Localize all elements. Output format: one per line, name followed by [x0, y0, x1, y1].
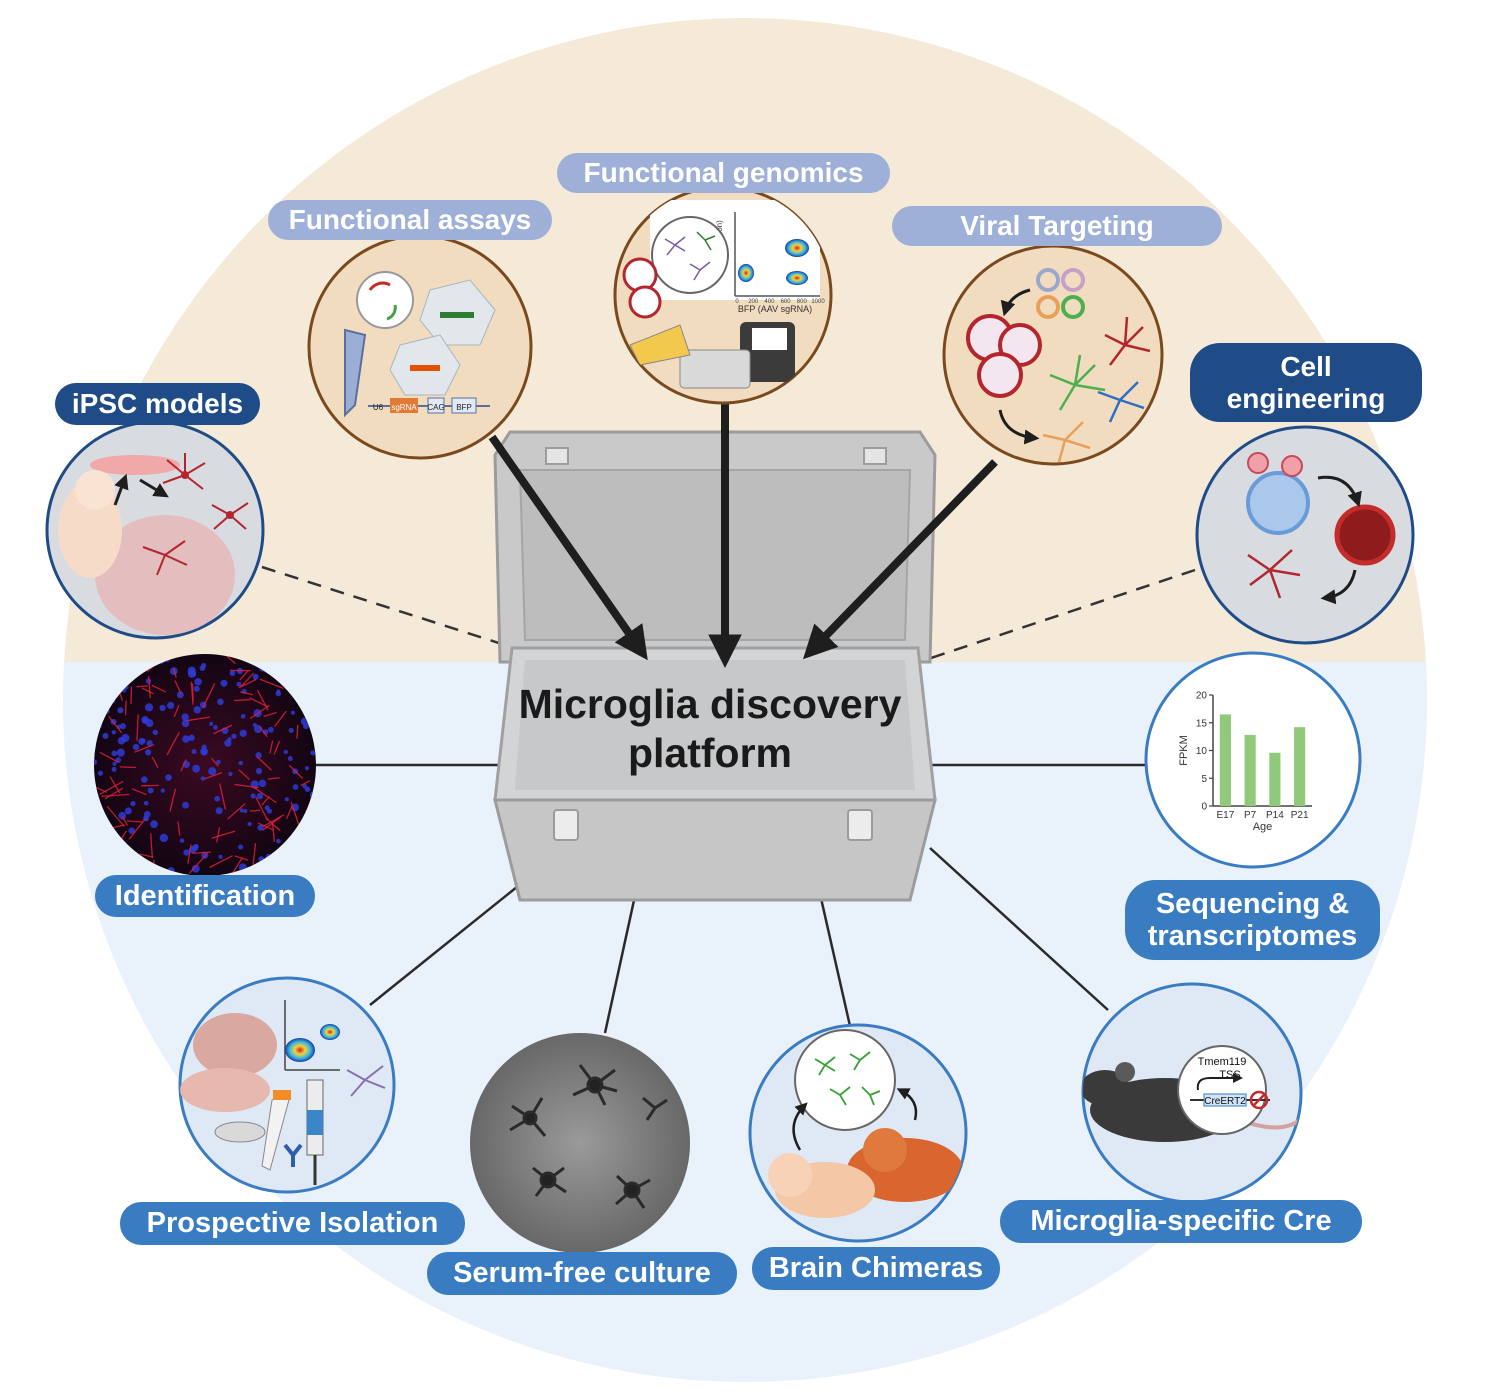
- microglia-specific-cre-label: Microglia-specific Cre: [1000, 1200, 1362, 1243]
- bar-p21: [1294, 727, 1305, 806]
- toolbox-latch-right: [864, 448, 886, 464]
- toolbox-latch-left: [546, 448, 568, 464]
- construct-sgrna-label: sgRNA: [391, 403, 417, 412]
- toolbox-illustration: [495, 432, 935, 900]
- y-tick-label: 20: [1196, 691, 1208, 702]
- toolbox-clasp-left: [554, 810, 578, 840]
- ipsc-models-illustration: [47, 422, 263, 638]
- brain-chimeras-illustration: [750, 1025, 966, 1241]
- flow-x-tick-label: 400: [764, 299, 775, 305]
- construct-bfp-label: BFP: [456, 403, 472, 412]
- flow-x-axis-label: BFP (AAV sgRNA): [738, 304, 812, 314]
- platform-title-line2: platform: [470, 729, 950, 778]
- magnified-brain-icon: [795, 1030, 895, 1130]
- y-axis-label: FPKM: [1178, 735, 1190, 766]
- brain-chimeras-label: Brain Chimeras: [752, 1247, 1000, 1290]
- y-tick-label: 10: [1196, 746, 1208, 757]
- baby-head-icon: [75, 470, 115, 510]
- identification-label: Identification: [95, 875, 315, 917]
- flow-x-tick-label: 600: [781, 299, 792, 305]
- brain-icon: [193, 1013, 277, 1077]
- virus-icon: [1248, 453, 1268, 473]
- functional-assays-label: Functional assays: [268, 200, 552, 240]
- construct-cag-label: CAG: [427, 403, 444, 412]
- viral-targeting-illustration: [944, 246, 1162, 464]
- flow-x-tick-label: 800: [797, 299, 808, 305]
- functional-assays-illustration: U6 sgRNA CAG BFP: [309, 236, 531, 458]
- viral-targeting-label: Viral Targeting: [892, 206, 1222, 246]
- y-tick-label: 15: [1196, 718, 1208, 729]
- prospective-isolation-label: Prospective Isolation: [120, 1202, 465, 1245]
- y-tick-label: 0: [1201, 802, 1207, 813]
- magnified-cells-icon: [652, 217, 728, 293]
- x-axis-label: Age: [1253, 821, 1273, 833]
- ipsc-models-label: iPSC models: [55, 383, 260, 425]
- platform-title: Microglia discovery platform: [470, 680, 950, 778]
- cre-tss-label: TSS: [1219, 1069, 1240, 1081]
- cre-cassette-label: CreERT2: [1204, 1096, 1246, 1107]
- cell-icon: [1248, 473, 1308, 533]
- toolbox-clasp-right: [848, 810, 872, 840]
- cell-engineering-illustration: [1197, 427, 1413, 643]
- functional-genomics-label: Functional genomics: [557, 153, 890, 193]
- engineered-cell-icon: [1337, 507, 1393, 563]
- microglia-cre-illustration: Tmem119 TSS CreERT2: [1080, 984, 1301, 1202]
- platform-title-line1: Microglia discovery: [470, 680, 950, 729]
- prospective-isolation-illustration: [180, 978, 394, 1192]
- strainer-icon: [215, 1122, 265, 1142]
- serum-free-culture-illustration: [470, 1033, 690, 1253]
- x-tick-label: P21: [1291, 810, 1309, 821]
- virus-icon: [624, 259, 656, 291]
- flow-population-icon: [785, 239, 809, 257]
- x-tick-label: P14: [1266, 810, 1284, 821]
- y-tick-label: 5: [1201, 774, 1207, 785]
- cell-engineering-label: Cell engineering: [1190, 343, 1422, 422]
- sequencing-label: Sequencing & transcriptomes: [1125, 880, 1380, 960]
- x-tick-label: E17: [1216, 810, 1234, 821]
- bar-p14: [1269, 753, 1280, 806]
- flow-population-icon: [285, 1038, 315, 1062]
- bar-p7: [1245, 735, 1256, 806]
- cre-gene-label: Tmem119: [1198, 1056, 1247, 1068]
- dish-icon: [357, 272, 413, 328]
- flow-x-tick-label: 1000: [811, 299, 825, 305]
- construct-u6-label: U6: [373, 403, 384, 412]
- serum-free-culture-label: Serum-free culture: [427, 1252, 737, 1295]
- x-tick-label: P7: [1244, 810, 1257, 821]
- flow-x-tick-label: 200: [748, 299, 759, 305]
- bar-e17: [1220, 714, 1231, 806]
